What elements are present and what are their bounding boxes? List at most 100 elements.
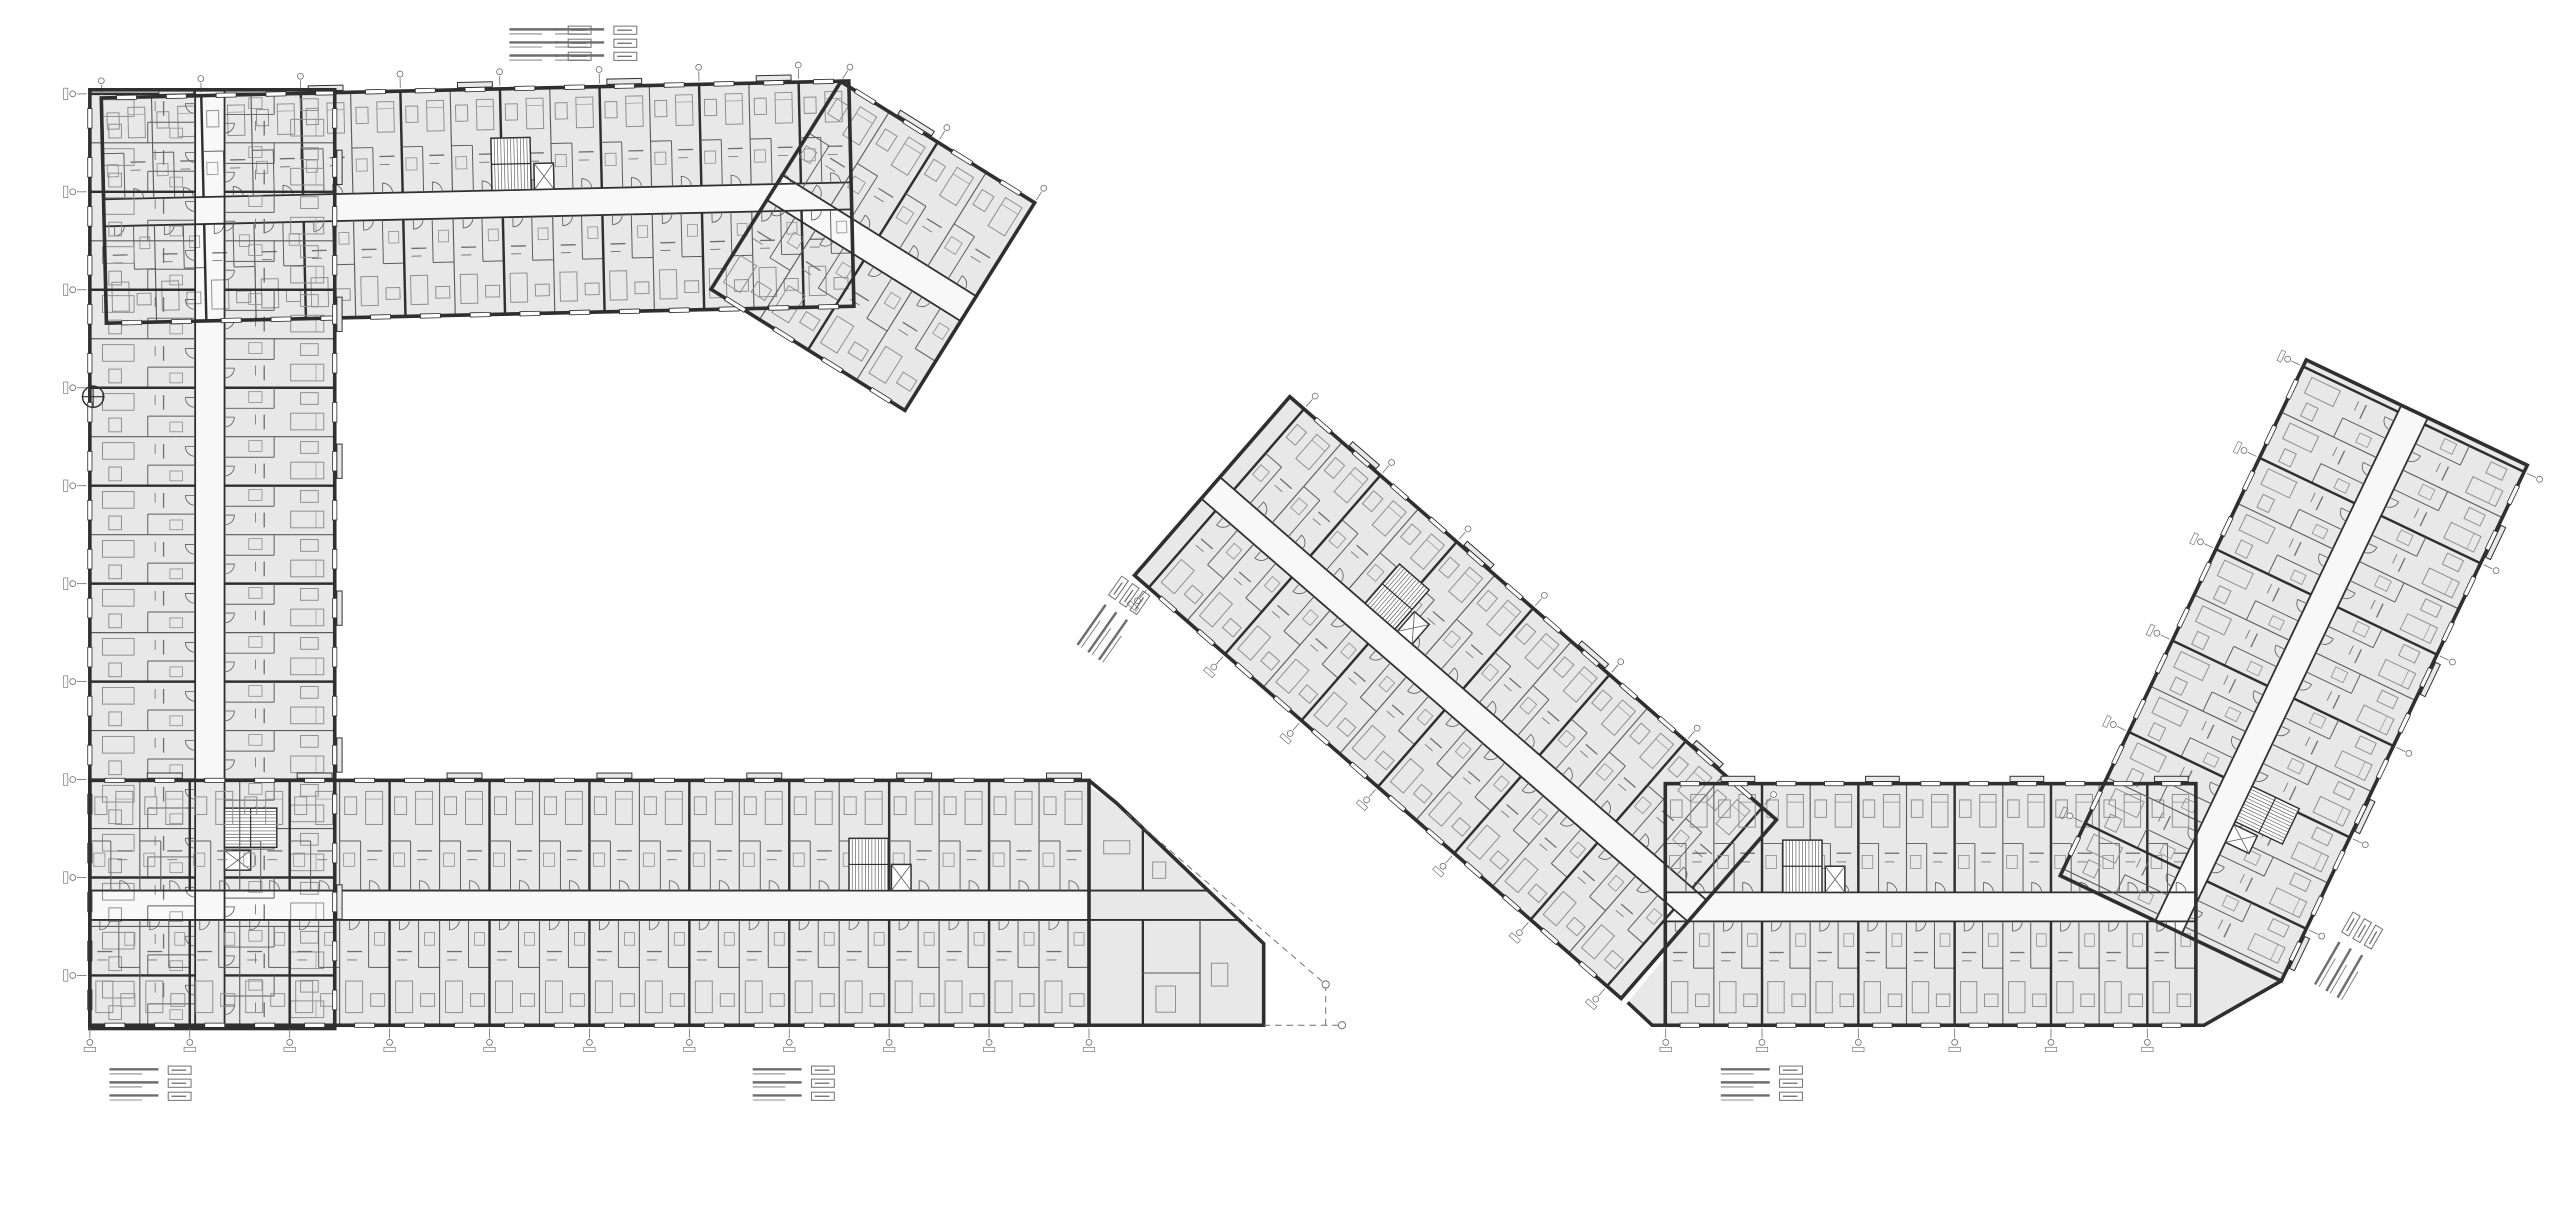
bathroom-fixture: [2150, 854, 2163, 869]
window: [2113, 781, 2134, 787]
door-swing: [363, 220, 374, 231]
bed: [290, 510, 325, 529]
door-swing: [661, 213, 673, 224]
sofa: [435, 285, 451, 299]
dining-table: [494, 796, 507, 816]
dimension-tag: [2145, 623, 2156, 637]
room-partition: [1512, 795, 1544, 831]
door-swing: [818, 880, 830, 891]
unit-partition: [2128, 730, 2225, 779]
bed: [102, 589, 135, 607]
window: [332, 255, 338, 276]
dining-table: [2485, 461, 2508, 481]
bathroom-fixture: [2084, 933, 2095, 947]
bed-pillow: [2379, 715, 2388, 732]
grid-axis-marker: [2492, 567, 2500, 574]
bed: [771, 285, 806, 324]
bed: [360, 275, 379, 307]
room-label-mark: [2283, 782, 2289, 792]
dining-table: [300, 734, 319, 748]
dining-table: [394, 796, 408, 816]
bed: [2399, 613, 2439, 645]
bathroom-fixture: [1595, 762, 1614, 782]
bed: [395, 980, 414, 1014]
wing-right-west-diagonal-walls: [1126, 392, 1780, 1011]
bed: [459, 273, 479, 305]
bed: [1979, 794, 1997, 828]
window: [1349, 761, 1369, 780]
sofa: [1935, 993, 1951, 1008]
room-partition: [770, 138, 773, 185]
grid-axis-tick: [1445, 855, 1453, 864]
title-block-cell: [1107, 575, 1130, 601]
window: [653, 1022, 675, 1028]
window: [2161, 1022, 2182, 1028]
bed: [1389, 757, 1425, 794]
door-swing: [1521, 782, 1537, 794]
title-blocks: [109, 25, 2384, 1101]
window: [703, 777, 725, 783]
bed: [1275, 658, 1310, 695]
bed: [2377, 658, 2417, 690]
unit-partition: [2359, 560, 2460, 610]
room-partition: [2124, 874, 2168, 896]
room-label-mark: [2288, 538, 2294, 548]
bathroom-fixture: [524, 932, 535, 946]
bathroom-fixture: [883, 291, 902, 310]
dining-table: [1958, 799, 1972, 818]
bathroom-fixture: [248, 929, 263, 942]
room-label-mark: [1432, 611, 1445, 623]
bathroom-fixture: [474, 932, 485, 946]
bathroom-fixture: [248, 293, 263, 305]
elevator-cross: [224, 850, 251, 871]
room-partition: [2415, 443, 2461, 466]
room-partition: [2438, 491, 2449, 511]
bathroom-fixture: [305, 159, 318, 173]
bed: [509, 272, 529, 303]
door-swing: [711, 212, 723, 223]
room-partition: [820, 137, 823, 184]
room-partition: [272, 149, 275, 196]
connector-east-exterior-wall: [2195, 979, 2282, 1028]
bed: [1638, 732, 1675, 770]
grid-axis-tick: [2291, 360, 2301, 366]
loggia: [146, 772, 183, 779]
room-partition: [1589, 896, 1606, 912]
room-partition: [730, 212, 733, 256]
bed: [145, 980, 164, 1014]
dimension-tag: [2276, 349, 2287, 363]
door-swing: [1886, 882, 1898, 893]
grid-axis-marker: [69, 874, 77, 881]
unit-partition: [1415, 742, 1484, 821]
door-swing: [382, 182, 393, 193]
elevator-cross: [2233, 824, 2250, 854]
dining-table: [993, 796, 1007, 816]
dimension-tag: [1659, 1046, 1672, 1052]
room-label-mark: [922, 225, 933, 233]
bed: [614, 790, 633, 825]
grid-axis-tick: [1611, 664, 1619, 673]
corridor-wall: [1219, 476, 1708, 901]
window: [270, 316, 292, 322]
dining-table: [1590, 689, 1613, 712]
title-block: [752, 1065, 835, 1101]
sofa: [619, 993, 635, 1007]
bed: [1911, 981, 1930, 1014]
bathroom-fixture: [2221, 894, 2240, 912]
sofa: [2256, 493, 2276, 514]
sofa: [2080, 993, 2095, 1008]
unit-partition: [1606, 908, 1675, 987]
bed: [1447, 566, 1484, 604]
dining-table: [1438, 556, 1460, 579]
bed: [1351, 724, 1386, 761]
unit-partition: [2293, 697, 2394, 748]
interior-detail-layer: [88, 80, 2525, 1029]
bathroom-fixture: [1251, 464, 1270, 483]
bathroom-fixture: [248, 978, 263, 991]
room-partition: [422, 146, 425, 193]
door-swing: [299, 919, 310, 931]
room-partition: [630, 214, 633, 258]
wing-right-east-diagonal-walls: [2057, 349, 2543, 984]
room-label-mark: [1579, 750, 1589, 758]
room-label-mark: [2223, 675, 2229, 685]
